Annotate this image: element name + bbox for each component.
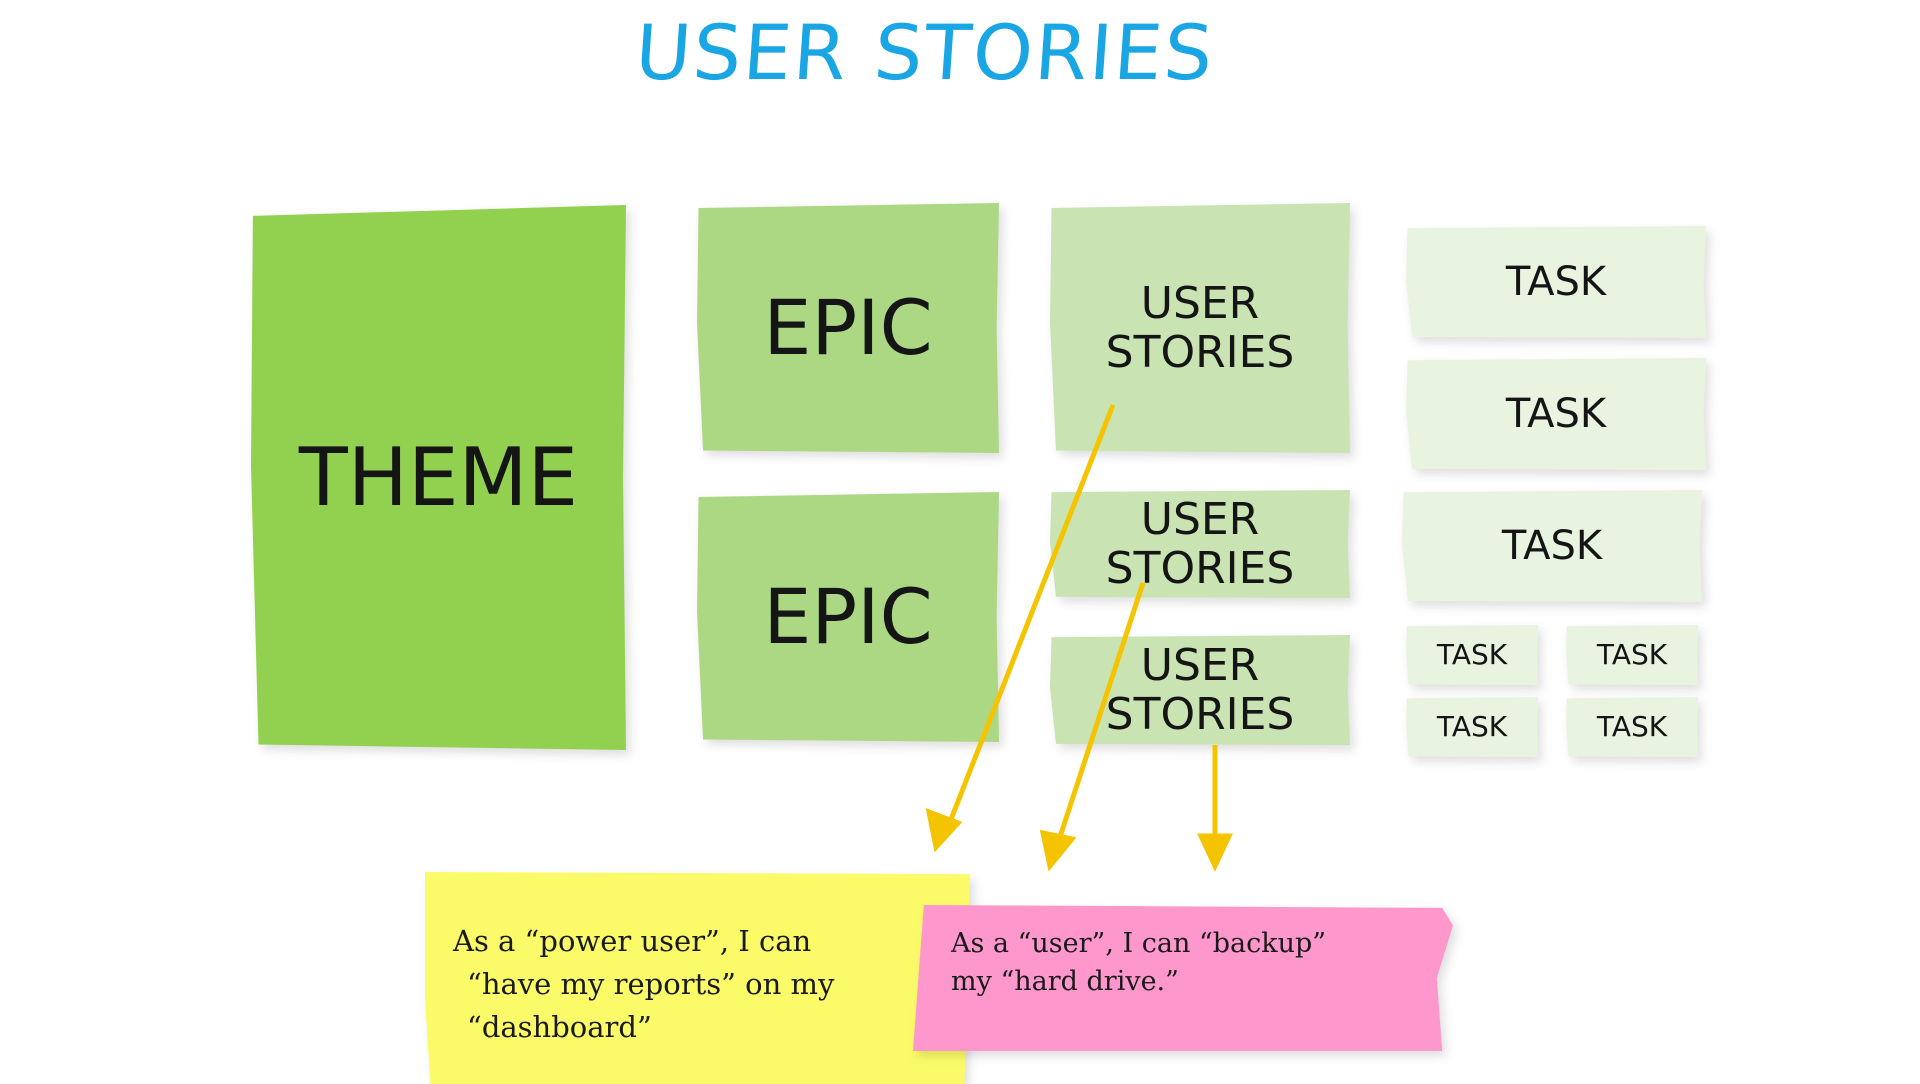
user-story-line1: USER (1140, 639, 1260, 691)
power-user-story-note: As a “power user”, I can “have my report… (425, 872, 970, 1084)
small-task-card-4: TASK (1566, 697, 1698, 757)
page-title: USER STORIES (632, 8, 1218, 97)
note-line: my “hard drive.” (951, 966, 1179, 997)
task-card-3: TASK (1402, 490, 1702, 602)
theme-card: THEME (251, 205, 626, 750)
arrowhead-icon (1197, 833, 1233, 872)
small-task-card-2: TASK (1566, 625, 1698, 685)
user-story-card-1: USER STORIES (1050, 203, 1350, 453)
note-line: As a “power user”, I can (453, 924, 812, 958)
user-story-line1: USER (1140, 493, 1260, 545)
user-story-line2: STORIES (1105, 543, 1295, 594)
small-task-card-3: TASK (1406, 697, 1538, 757)
epic-card-1: EPIC (697, 203, 999, 453)
arrowhead-icon (1039, 829, 1077, 872)
small-task-card-1: TASK (1406, 625, 1538, 685)
note-line: “have my reports” on my (467, 967, 835, 1001)
note-line: “dashboard” (467, 1010, 652, 1044)
arrowhead-icon (925, 808, 963, 853)
task-card-2: TASK (1406, 358, 1706, 470)
user-story-line2: STORIES (1105, 327, 1295, 378)
note-line: As a “user”, I can “backup” (951, 928, 1327, 959)
user-story-line1: USER (1140, 277, 1260, 329)
epic-card-2: EPIC (697, 492, 999, 742)
user-story-line2: STORIES (1105, 689, 1295, 740)
user-story-card-2: USER STORIES (1050, 490, 1350, 598)
user-story-card-3: USER STORIES (1050, 635, 1350, 745)
task-card-1: TASK (1406, 226, 1706, 338)
user-backup-story-note: As a “user”, I can “backup” my “hard dri… (913, 905, 1453, 1051)
